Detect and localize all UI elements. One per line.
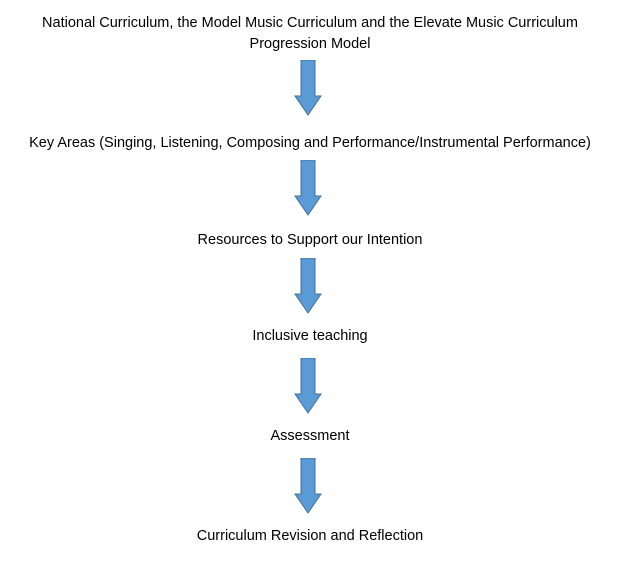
step-assessment: Assessment: [270, 428, 350, 444]
down-arrow-icon: [294, 458, 322, 514]
step-national-curriculum-line-2: Progression Model: [249, 36, 371, 52]
down-arrow-icon: [294, 60, 322, 116]
down-arrow-icon: [294, 358, 322, 414]
step-resources: Resources to Support our Intention: [197, 232, 423, 248]
step-key-areas: Key Areas (Singing, Listening, Composing…: [29, 135, 591, 151]
down-arrow-icon: [294, 258, 322, 314]
step-national-curriculum-line-1: National Curriculum, the Model Music Cur…: [42, 15, 578, 31]
down-arrow-icon: [294, 160, 322, 216]
step-national-curriculum: National Curriculum, the Model Music Cur…: [0, 13, 620, 55]
step-curriculum-revision: Curriculum Revision and Reflection: [196, 528, 424, 544]
step-inclusive-teaching: Inclusive teaching: [252, 328, 368, 344]
